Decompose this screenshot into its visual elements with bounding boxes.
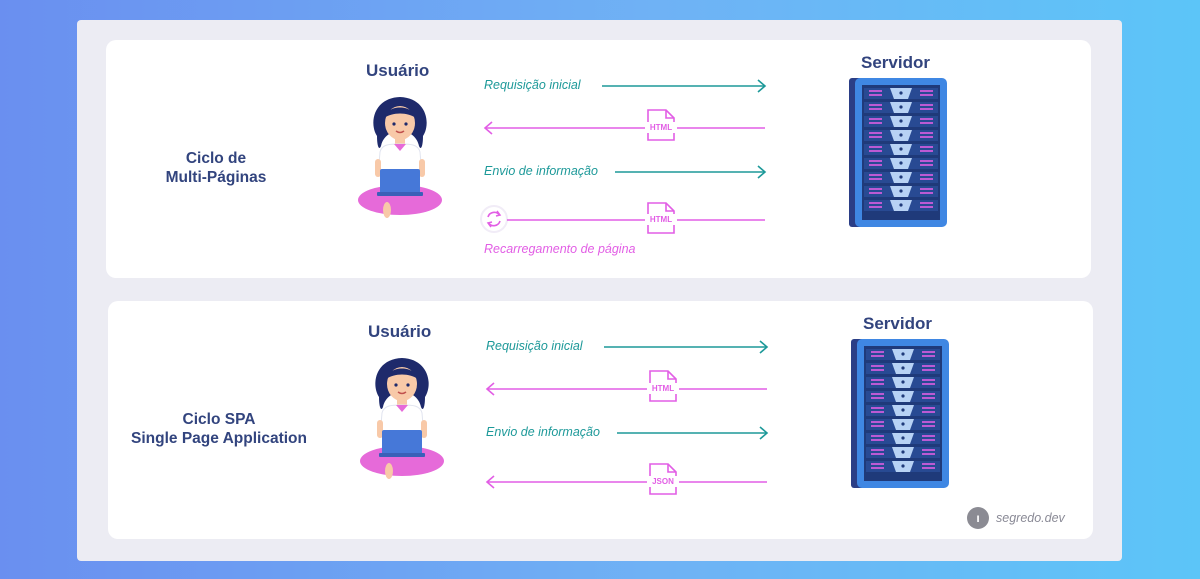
response-arrow xyxy=(483,121,765,135)
request-label: Requisição inicial xyxy=(486,339,583,353)
segredo-logo-icon: ı xyxy=(967,507,989,529)
send-arrow xyxy=(617,426,769,440)
send-label: Envio de informação xyxy=(486,425,600,439)
server-title: Servidor xyxy=(863,314,932,333)
html-tag: HTML xyxy=(647,383,679,394)
cycle-title: Ciclo SPA Single Page Application xyxy=(104,410,334,448)
html-tag: HTML xyxy=(645,122,677,133)
reload-label: Recarregamento de página xyxy=(484,242,636,256)
cycle-title-line2: Multi-Páginas xyxy=(165,169,267,186)
request-arrow xyxy=(602,79,767,93)
cycle-title-line1: Ciclo SPA xyxy=(182,411,256,428)
user-illustration xyxy=(358,97,442,218)
send-label: Envio de informação xyxy=(484,164,598,178)
cycle-title: Ciclo de Multi-Páginas xyxy=(101,149,331,187)
cycle-title-line1: Ciclo de xyxy=(185,150,247,167)
server-title: Servidor xyxy=(861,53,930,72)
brand-name: segredo.dev xyxy=(996,511,1065,525)
user-illustration xyxy=(360,358,444,479)
request-label: Requisição inicial xyxy=(484,78,581,92)
response-arrow xyxy=(485,382,767,396)
html-tag: HTML xyxy=(645,214,677,225)
request-arrow xyxy=(604,340,769,354)
server-rack-icon xyxy=(849,78,947,227)
json-tag: JSON xyxy=(647,476,679,487)
server-rack-icon xyxy=(851,339,949,488)
user-title: Usuário xyxy=(368,322,432,341)
reload-line xyxy=(507,219,765,221)
send-arrow xyxy=(615,165,767,179)
json-response-arrow xyxy=(485,475,767,489)
cycle-title-line2: Single Page Application xyxy=(131,430,307,447)
reload-icon xyxy=(480,205,508,233)
user-title: Usuário xyxy=(366,61,430,80)
